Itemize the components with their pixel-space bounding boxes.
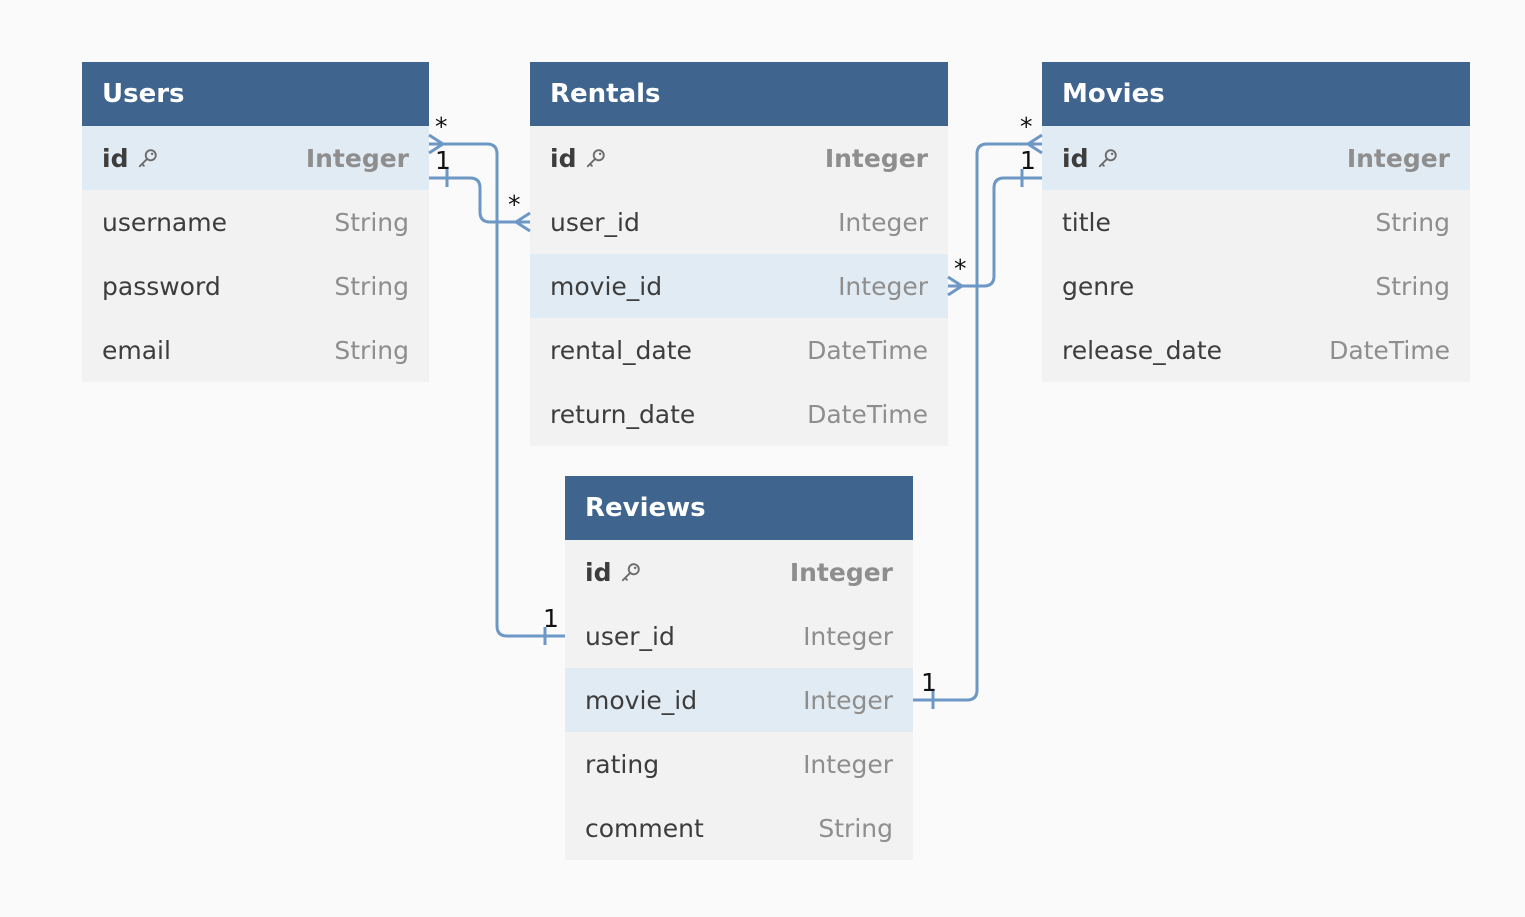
field-name: id [1062,144,1119,173]
field-name: password [102,272,221,301]
table-title[interactable]: Reviews [565,476,913,540]
field-name-text: return_date [550,399,696,429]
field-name-text: movie_id [585,685,698,715]
field-row-return-date[interactable]: return_date DateTime [530,382,948,446]
field-type: String [818,813,893,843]
field-row-genre[interactable]: genre String [1042,254,1470,318]
field-name-text: email [102,335,171,365]
field-type: Integer [803,749,893,779]
field-name: release_date [1062,336,1222,365]
field-row-user-id[interactable]: user_id Integer [565,604,913,668]
field-row-movie-id[interactable]: movie_id Integer [530,254,948,318]
field-row-id[interactable]: id Integer [565,540,913,604]
cardinality-label: 1 [921,668,937,697]
field-row-rating[interactable]: rating Integer [565,732,913,796]
field-name: genre [1062,272,1134,301]
primary-key-icon [587,149,606,168]
field-name-text: user_id [550,207,640,237]
field-name: user_id [585,622,675,651]
field-type: String [334,207,409,237]
field-name: email [102,336,171,365]
field-name-text: movie_id [550,271,663,301]
field-name: id [102,144,159,173]
primary-key-icon [139,149,158,168]
table-title[interactable]: Users [82,62,429,126]
field-type: Integer [1346,143,1450,173]
field-name: id [550,144,607,173]
field-name: comment [585,814,704,843]
field-name-text: username [102,207,227,237]
field-name-text: comment [585,813,704,843]
field-name-text: rental_date [550,335,692,365]
primary-key-icon [622,563,641,582]
field-name-text: id [585,557,612,587]
field-row-movie-id[interactable]: movie_id Integer [565,668,913,732]
field-type: Integer [803,621,893,651]
field-type: Integer [838,271,928,301]
field-type: Integer [824,143,928,173]
field-row-release-date[interactable]: release_date DateTime [1042,318,1470,382]
cardinality-label: * [435,112,448,141]
field-name-text: id [1062,143,1089,173]
field-name: username [102,208,227,237]
field-row-user-id[interactable]: user_id Integer [530,190,948,254]
field-type: String [1375,271,1450,301]
field-type: String [334,271,409,301]
field-type: Integer [838,207,928,237]
field-row-title[interactable]: title String [1042,190,1470,254]
cardinality-label: * [954,254,967,283]
field-row-username[interactable]: username String [82,190,429,254]
field-type: String [334,335,409,365]
field-type: DateTime [807,399,928,429]
cardinality-label: 1 [1020,146,1036,175]
field-row-password[interactable]: password String [82,254,429,318]
field-name-text: release_date [1062,335,1223,365]
field-name: rental_date [550,336,692,365]
field-name-text: title [1062,207,1111,237]
field-name-text: id [550,143,577,173]
field-type: Integer [789,557,893,587]
field-name: rating [585,750,659,779]
field-row-email[interactable]: email String [82,318,429,382]
field-name: user_id [550,208,640,237]
field-name-text: rating [585,749,660,779]
field-name-text: genre [1062,271,1135,301]
primary-key-icon [1099,149,1118,168]
field-name-text: password [102,271,221,301]
cardinality-label: * [1020,112,1033,141]
field-row-id[interactable]: id Integer [1042,126,1470,190]
field-name: movie_id [550,272,662,301]
table-title[interactable]: Movies [1042,62,1470,126]
field-type: Integer [305,143,409,173]
field-name: movie_id [585,686,697,715]
field-name: id [585,558,642,587]
field-row-id[interactable]: id Integer [530,126,948,190]
field-row-comment[interactable]: comment String [565,796,913,860]
field-row-rental-date[interactable]: rental_date DateTime [530,318,948,382]
cardinality-label: 1 [435,146,451,175]
field-type: DateTime [1329,335,1450,365]
field-name: title [1062,208,1111,237]
field-row-id[interactable]: id Integer [82,126,429,190]
field-type: Integer [803,685,893,715]
field-name-text: id [102,143,129,173]
cardinality-label: 1 [543,604,559,633]
table-title[interactable]: Rentals [530,62,948,126]
field-type: DateTime [807,335,928,365]
field-type: String [1375,207,1450,237]
field-name-text: user_id [585,621,675,651]
field-name: return_date [550,400,695,429]
cardinality-label: * [508,190,521,219]
